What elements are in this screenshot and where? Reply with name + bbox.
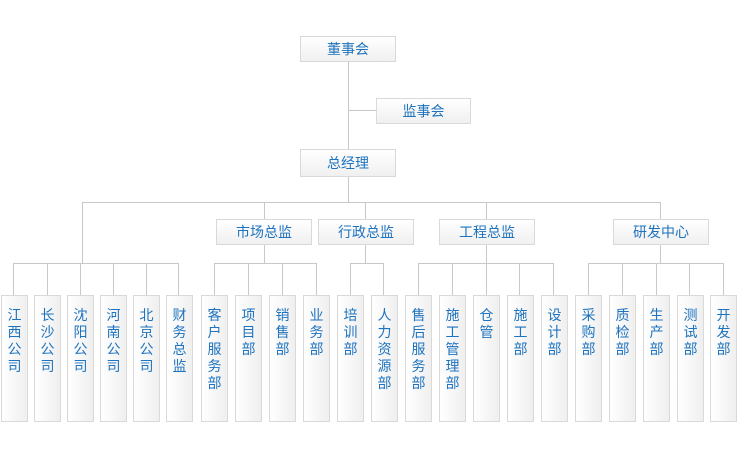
dept-label: 沈阳公司 — [73, 308, 88, 375]
director-label: 市场总监 — [236, 225, 292, 241]
dept-label: 销售部 — [275, 308, 290, 358]
dept-node[interactable]: 质检部 — [609, 295, 636, 422]
dept-node[interactable]: 江西公司 — [1, 295, 28, 422]
dept-node[interactable]: 客户服务部 — [201, 295, 228, 422]
dept-label: 江西公司 — [7, 308, 22, 375]
board-label: 董事会 — [327, 42, 369, 58]
dept-label: 北京公司 — [139, 308, 154, 375]
dept-node[interactable]: 河南公司 — [100, 295, 127, 422]
dept-node[interactable]: 施工部 — [507, 295, 534, 422]
dept-node[interactable]: 人力资源部 — [371, 295, 398, 422]
ceo-label: 总经理 — [327, 156, 369, 172]
dept-label: 培训部 — [343, 308, 358, 358]
dept-node[interactable]: 售后服务部 — [405, 295, 432, 422]
dept-node[interactable]: 开发部 — [710, 295, 737, 422]
dept-label: 仓管 — [479, 308, 494, 341]
dept-label: 设计部 — [547, 308, 562, 358]
director-label: 工程总监 — [459, 225, 515, 241]
dept-node[interactable]: 采购部 — [575, 295, 602, 422]
director-label: 行政总监 — [338, 225, 394, 241]
dept-label: 长沙公司 — [40, 308, 55, 375]
director-market[interactable]: 市场总监 — [216, 219, 312, 245]
dept-label: 人力资源部 — [377, 308, 392, 392]
dept-label: 开发部 — [716, 308, 731, 358]
director-admin[interactable]: 行政总监 — [318, 219, 414, 245]
supervisors-node[interactable]: 监事会 — [376, 98, 471, 124]
dept-label: 质检部 — [615, 308, 630, 358]
director-label: 研发中心 — [633, 225, 689, 241]
dept-label: 项目部 — [241, 308, 256, 358]
board-node[interactable]: 董事会 — [300, 36, 396, 62]
dept-node[interactable]: 北京公司 — [133, 295, 160, 422]
dept-label: 采购部 — [581, 308, 596, 358]
dept-node[interactable]: 销售部 — [269, 295, 296, 422]
dept-label: 施工管理部 — [445, 308, 460, 392]
director-rd[interactable]: 研发中心 — [613, 219, 709, 245]
dept-label: 施工部 — [513, 308, 528, 358]
dept-node[interactable]: 设计部 — [541, 295, 568, 422]
dept-label: 生产部 — [649, 308, 664, 358]
dept-node[interactable]: 项目部 — [235, 295, 262, 422]
director-engineering[interactable]: 工程总监 — [439, 219, 535, 245]
dept-label: 财务总监 — [172, 308, 187, 375]
dept-label: 测试部 — [683, 308, 698, 358]
dept-node[interactable]: 施工管理部 — [439, 295, 466, 422]
dept-node[interactable]: 沈阳公司 — [67, 295, 94, 422]
dept-node[interactable]: 培训部 — [337, 295, 364, 422]
dept-label: 业务部 — [309, 308, 324, 358]
dept-node[interactable]: 测试部 — [677, 295, 704, 422]
dept-node[interactable]: 仓管 — [473, 295, 500, 422]
dept-node[interactable]: 长沙公司 — [34, 295, 61, 422]
supervisors-label: 监事会 — [402, 104, 445, 120]
dept-label: 售后服务部 — [411, 308, 426, 392]
dept-node[interactable]: 业务部 — [303, 295, 330, 422]
ceo-node[interactable]: 总经理 — [300, 149, 396, 177]
dept-node[interactable]: 生产部 — [643, 295, 670, 422]
dept-node[interactable]: 财务总监 — [166, 295, 193, 422]
dept-label: 河南公司 — [106, 308, 121, 375]
dept-label: 客户服务部 — [207, 308, 222, 392]
